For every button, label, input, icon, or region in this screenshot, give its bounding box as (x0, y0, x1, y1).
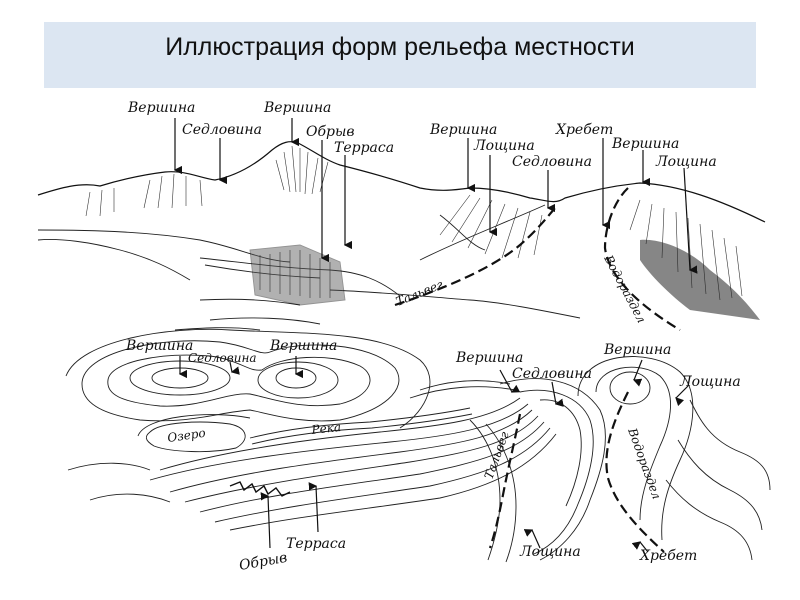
label-saddle: Седловина (182, 122, 262, 138)
contour-map-drawing (66, 329, 770, 562)
label-hollow: Лощина (679, 374, 741, 390)
label-ridge: Хребет (555, 122, 613, 138)
label-peak: Вершина (263, 100, 331, 116)
label-ridge: Хребет (639, 548, 697, 564)
label-peak: Вершина (125, 338, 193, 354)
label-thalweg: Тальвег (394, 277, 445, 309)
label-river: Река (310, 420, 342, 437)
label-peak: Вершина (127, 100, 195, 116)
label-saddle: Седловина (512, 154, 592, 170)
label-lake: Озеро (166, 426, 206, 445)
label-peak: Вершина (455, 350, 523, 366)
label-saddle: Седловина (188, 351, 257, 365)
label-terrace: Терраса (286, 536, 346, 552)
contour-map-arrows (180, 356, 688, 552)
label-watershed: Водораздел (601, 252, 649, 325)
label-terrace: Терраса (334, 140, 394, 156)
label-peak: Вершина (603, 342, 671, 358)
label-cliff: Обрыв (238, 550, 289, 574)
label-saddle: Седловина (512, 366, 592, 382)
label-peak: Вершина (429, 122, 497, 138)
label-peak: Вершина (611, 136, 679, 152)
label-cliff: Обрыв (306, 124, 355, 140)
label-hollow: Лощина (655, 154, 717, 170)
label-peak: Вершина (269, 338, 337, 354)
landscape-labels: Вершина Седловина Вершина Обрыв Терраса … (127, 100, 717, 325)
label-hollow: Лощина (519, 544, 581, 560)
label-hollow: Лощина (473, 138, 535, 154)
